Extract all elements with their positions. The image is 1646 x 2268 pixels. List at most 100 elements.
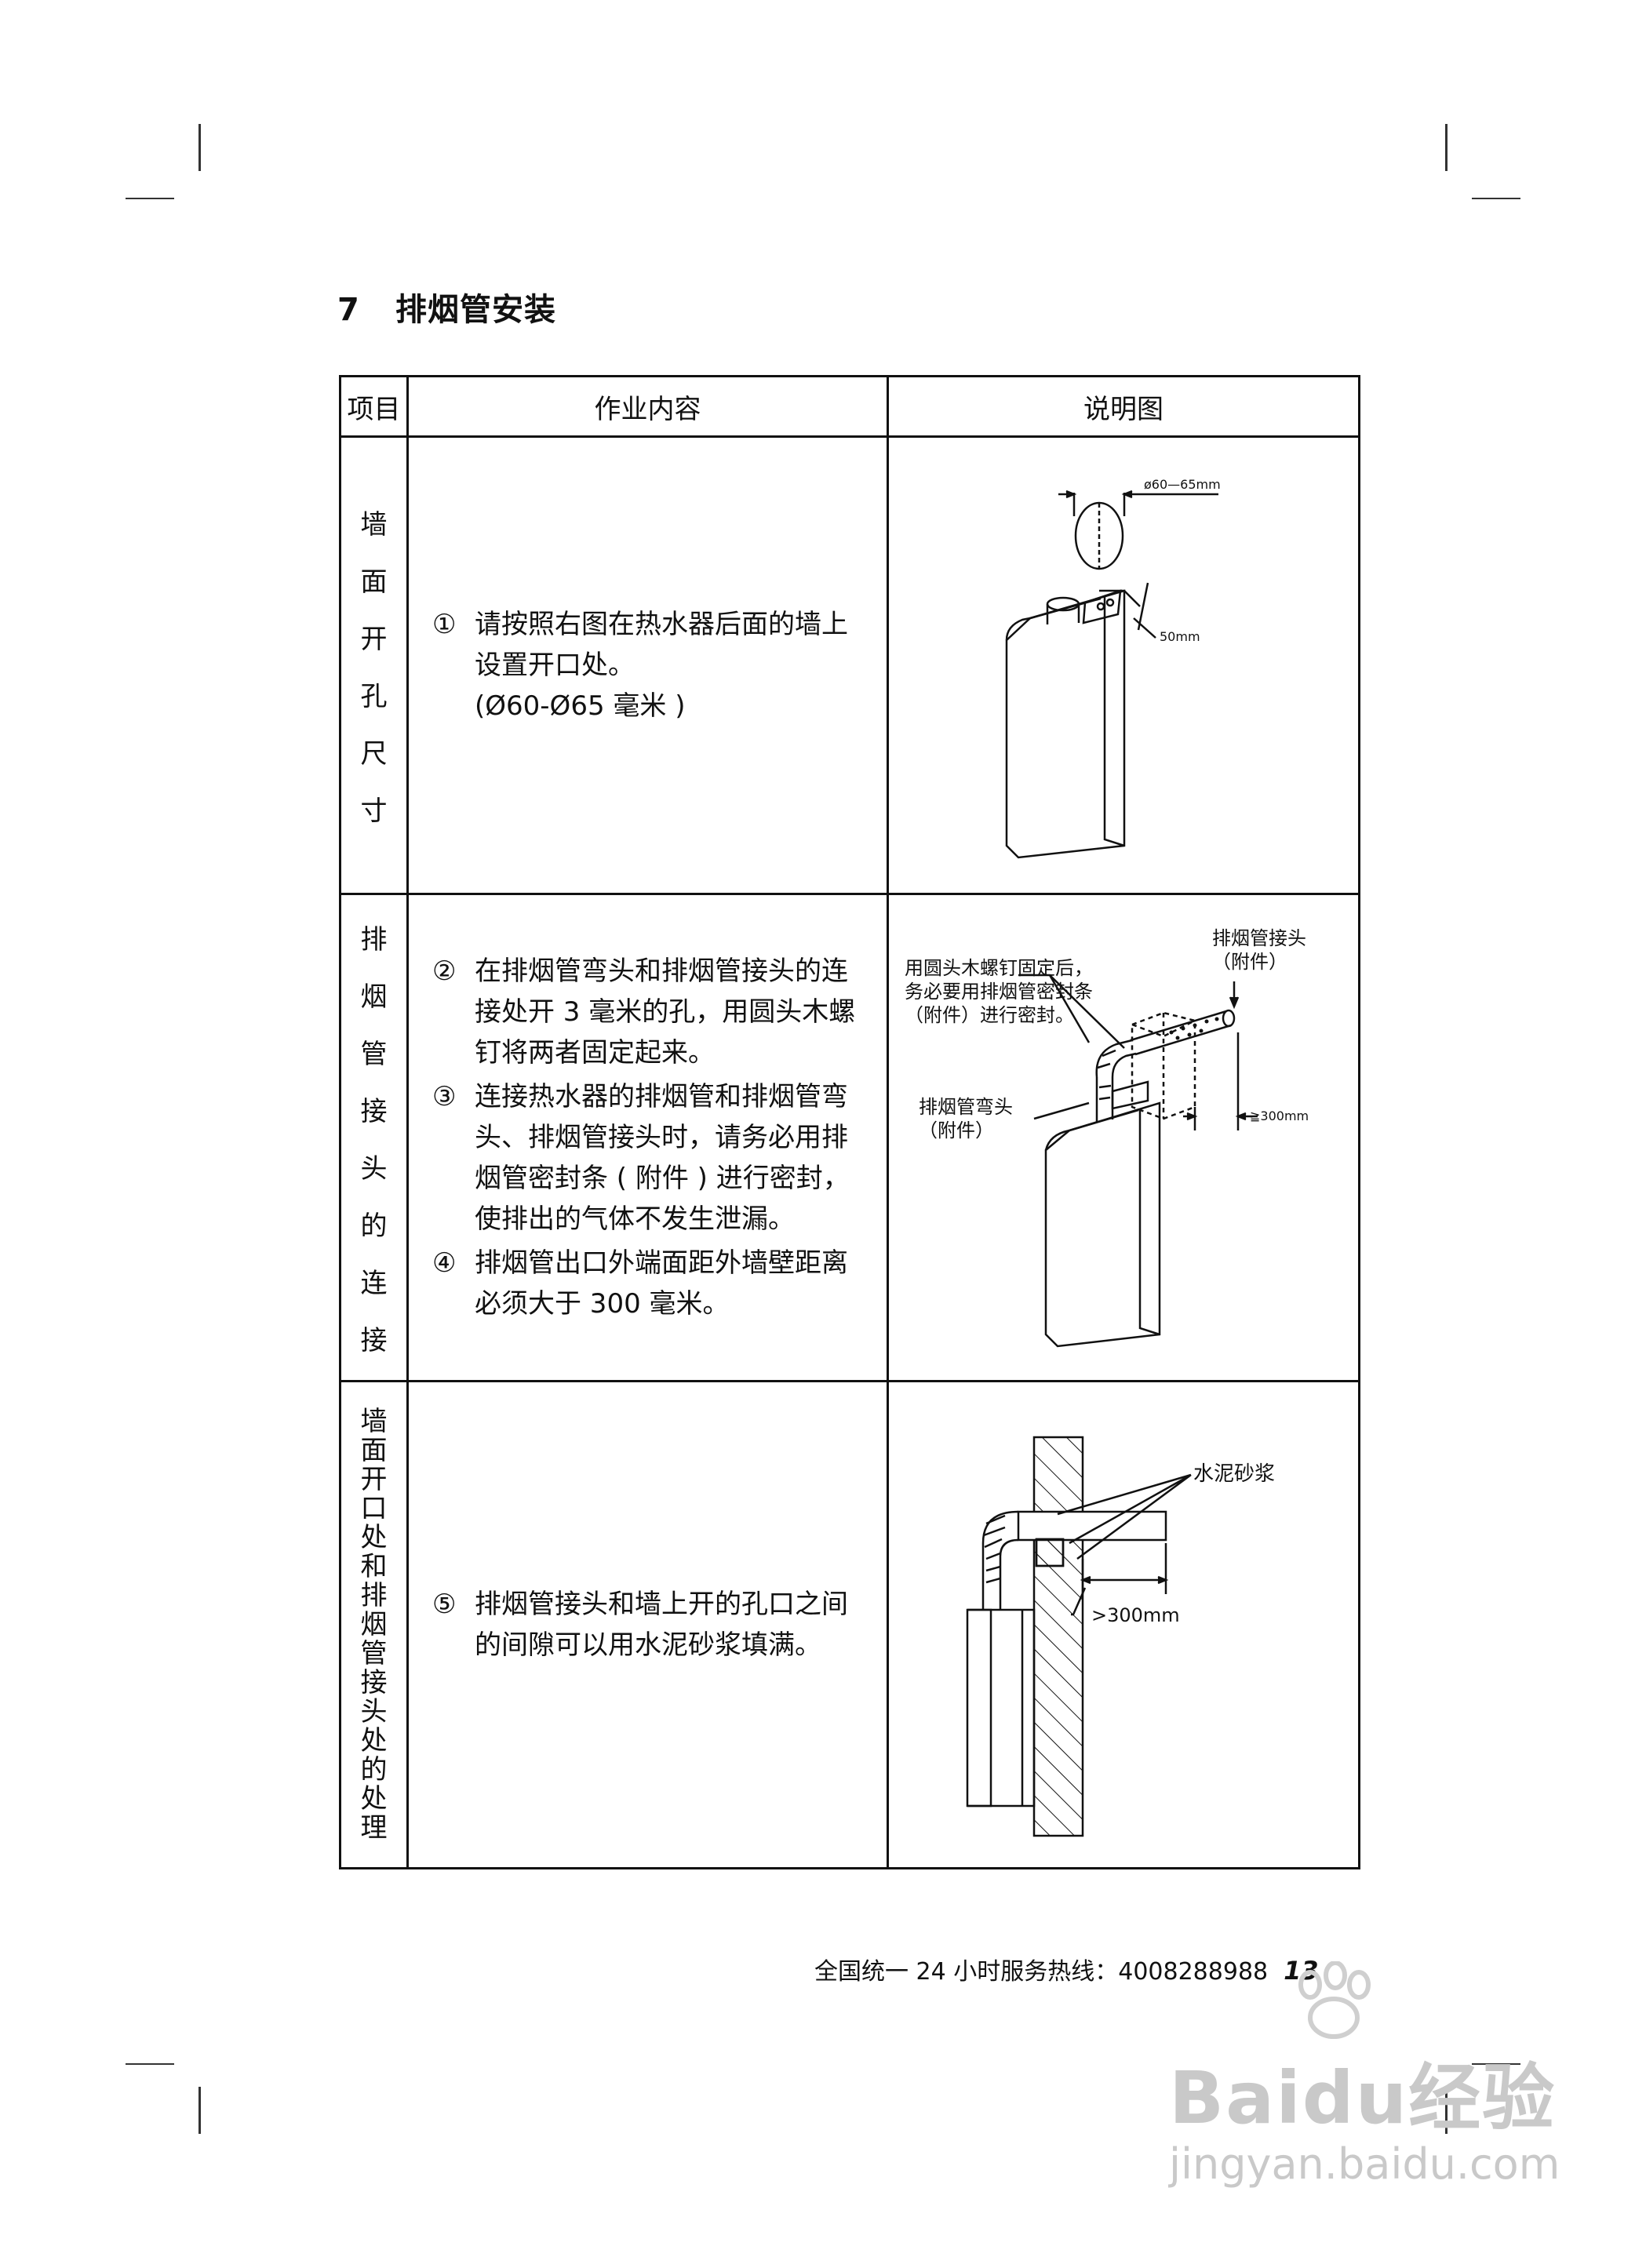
crop-mark: [1472, 2063, 1520, 2065]
item-char: 处: [360, 1724, 388, 1757]
header-item: 项目: [339, 375, 409, 438]
connector-label: 排烟管接头 （附件）: [1212, 926, 1306, 974]
offset-label: 50mm: [1160, 629, 1200, 644]
crop-mark: [126, 2063, 174, 2065]
item-char: 接: [360, 1666, 388, 1698]
step-line: 连接热水器的排烟管和排烟管弯: [475, 1081, 848, 1112]
figure-cell: 用圆头木螺钉固定后， 务必要用排烟管密封条 （附件）进行密封。 排烟管接头 （附…: [887, 893, 1360, 1382]
content-cell: ② 在排烟管弯头和排烟管接头的连 接处开 3 毫米的孔，用圆头木螺 钉将两者固定…: [406, 893, 889, 1382]
baidu-watermark: Baidu经验 jingyan.baidu.com: [1169, 1961, 1560, 2189]
screw-note-line: （附件）进行密封。: [905, 1004, 1074, 1026]
item-char: 管: [360, 1039, 388, 1070]
paw-icon: [1298, 1961, 1371, 2039]
step-line: 钉将两者固定起来。: [475, 1037, 715, 1068]
flue-connection-drawing: [1018, 974, 1258, 1348]
item-char: 的: [360, 1753, 388, 1786]
item-char: 处: [360, 1782, 388, 1815]
installation-table: 项目 作业内容 说明图 墙 面 开 孔 尺 寸 ① 请按照右图在热水器后面的墙上…: [339, 375, 1360, 1869]
wall-hole-drawing: [1005, 490, 1218, 859]
item-char: 头: [360, 1695, 388, 1727]
item-char: 的: [360, 1210, 388, 1242]
item-cell: 墙 面 开 孔 尺 寸: [339, 435, 409, 895]
step-marker: ①: [432, 609, 457, 640]
elbow-line: 排烟管弯头: [919, 1096, 1013, 1118]
screw-note-line: 务必要用排烟管密封条: [905, 981, 1093, 1003]
step-line: 使排出的气体不发生泄漏。: [475, 1203, 795, 1235]
item-char: 头: [360, 1153, 388, 1185]
step-line: 排烟管接头和墙上开的孔口之间: [475, 1589, 848, 1620]
connector-line: （附件）: [1212, 951, 1287, 973]
item-label-vertical: 墙 面 开 口 处 和 排 烟 管 接 头 处 的 处 理: [341, 1407, 406, 1843]
wall-sealing-drawing: [966, 1436, 1192, 1837]
item-char: 孔: [360, 681, 388, 712]
item-char: 烟: [360, 1608, 388, 1640]
crop-mark: [198, 2087, 201, 2134]
step-2: ② 在排烟管弯头和排烟管接头的连 接处开 3 毫米的孔，用圆头木螺 钉将两者固定…: [432, 951, 863, 1073]
item-char: 接: [360, 1096, 388, 1127]
step-1: ① 请按照右图在热水器后面的墙上 设置开口处。 (Ø60-Ø65 毫米 ): [432, 604, 863, 726]
item-char: 排: [360, 924, 388, 956]
step-4: ④ 排烟管出口外端面距外墙壁距离 必须大于 300 毫米。: [432, 1243, 863, 1324]
crop-mark: [1445, 2087, 1448, 2134]
table-header-row: 项目 作业内容 说明图: [339, 375, 1360, 438]
step-line: 头、排烟管接头时，请务必用排: [475, 1122, 848, 1153]
item-label-vertical: 排 烟 管 接 头 的 连 接: [341, 908, 406, 1367]
item-char: 开: [360, 624, 388, 655]
figure-cell: ø60—65mm 50mm: [887, 435, 1360, 895]
item-char: 口: [360, 1492, 388, 1524]
item-char: 连: [360, 1268, 388, 1299]
item-char: 寸: [360, 795, 388, 827]
item-char: 烟: [360, 981, 388, 1013]
watermark-brand: Baidu经验: [1169, 2056, 1557, 2140]
step-3: ③ 连接热水器的排烟管和排烟管弯 头、排烟管接头时，请务必用排 烟管密封条 ( …: [432, 1076, 863, 1240]
step-line: 烟管密封条 ( 附件 ) 进行密封，: [475, 1163, 850, 1194]
step-marker: ④: [432, 1247, 457, 1279]
header-content: 作业内容: [406, 375, 889, 438]
step-line: 排烟管出口外端面距外墙壁距离: [475, 1247, 848, 1279]
item-char: 管: [360, 1637, 388, 1669]
step-line: 必须大于 300 毫米。: [475, 1288, 730, 1320]
distance-label: >300mm: [1091, 1604, 1180, 1626]
header-figure: 说明图: [887, 375, 1360, 438]
connector-line: 排烟管接头: [1212, 927, 1306, 949]
item-char: 排: [360, 1579, 388, 1611]
crop-mark: [1472, 198, 1520, 199]
crop-mark: [1445, 124, 1448, 171]
item-cell: 墙 面 开 口 处 和 排 烟 管 接 头 处 的 处 理: [339, 1380, 409, 1869]
wall-hole-diagram: ø60—65mm 50mm: [889, 438, 1358, 893]
section-number: 7: [337, 292, 360, 328]
item-char: 面: [360, 1434, 388, 1466]
elbow-line: （附件）: [919, 1119, 994, 1141]
item-char: 和: [360, 1550, 388, 1582]
item-char: 理: [360, 1811, 388, 1844]
elbow-label: 排烟管弯头 （附件）: [919, 1095, 1013, 1142]
step-line: 的间隙可以用水泥砂浆填满。: [475, 1629, 821, 1661]
content-cell: ⑤ 排烟管接头和墙上开的孔口之间 的间隙可以用水泥砂浆填满。: [406, 1380, 889, 1869]
table-row: 排 烟 管 接 头 的 连 接 ② 在排烟管弯头和排烟管接头的连 接处开 3 毫…: [339, 893, 1360, 1382]
step-marker: ③: [432, 1081, 457, 1112]
item-char: 开: [360, 1463, 388, 1495]
item-char: 尺: [360, 738, 388, 770]
item-char: 面: [360, 566, 388, 598]
watermark-url: jingyan.baidu.com: [1169, 2139, 1560, 2189]
item-char: 墙: [360, 1405, 388, 1437]
flue-connection-diagram: 用圆头木螺钉固定后， 务必要用排烟管密封条 （附件）进行密封。 排烟管接头 （附…: [889, 895, 1358, 1380]
crop-mark: [198, 124, 201, 171]
content-cell: ① 请按照右图在热水器后面的墙上 设置开口处。 (Ø60-Ø65 毫米 ): [406, 435, 889, 895]
crop-mark: [126, 198, 174, 199]
step-line: 接处开 3 毫米的孔，用圆头木螺: [475, 996, 856, 1028]
screw-note-line: 用圆头木螺钉固定后，: [905, 957, 1093, 979]
step-line: (Ø60-Ø65 毫米 ): [475, 690, 686, 722]
item-char: 接: [360, 1325, 388, 1356]
item-char: 处: [360, 1521, 388, 1553]
item-char: 墙: [360, 509, 388, 541]
step-marker: ②: [432, 956, 457, 987]
figure-cell: 水泥砂浆 >300mm: [887, 1380, 1360, 1869]
step-5: ⑤ 排烟管接头和墙上开的孔口之间 的间隙可以用水泥砂浆填满。: [432, 1584, 863, 1666]
table-row: 墙 面 开 口 处 和 排 烟 管 接 头 处 的 处 理 ⑤ 排烟管接头和墙上…: [339, 1380, 1360, 1869]
step-line: 设置开口处。: [475, 650, 635, 681]
screw-note-label: 用圆头木螺钉固定后， 务必要用排烟管密封条 （附件）进行密封。: [905, 956, 1093, 1027]
table-row: 墙 面 开 孔 尺 寸 ① 请按照右图在热水器后面的墙上 设置开口处。 (Ø60…: [339, 435, 1360, 895]
